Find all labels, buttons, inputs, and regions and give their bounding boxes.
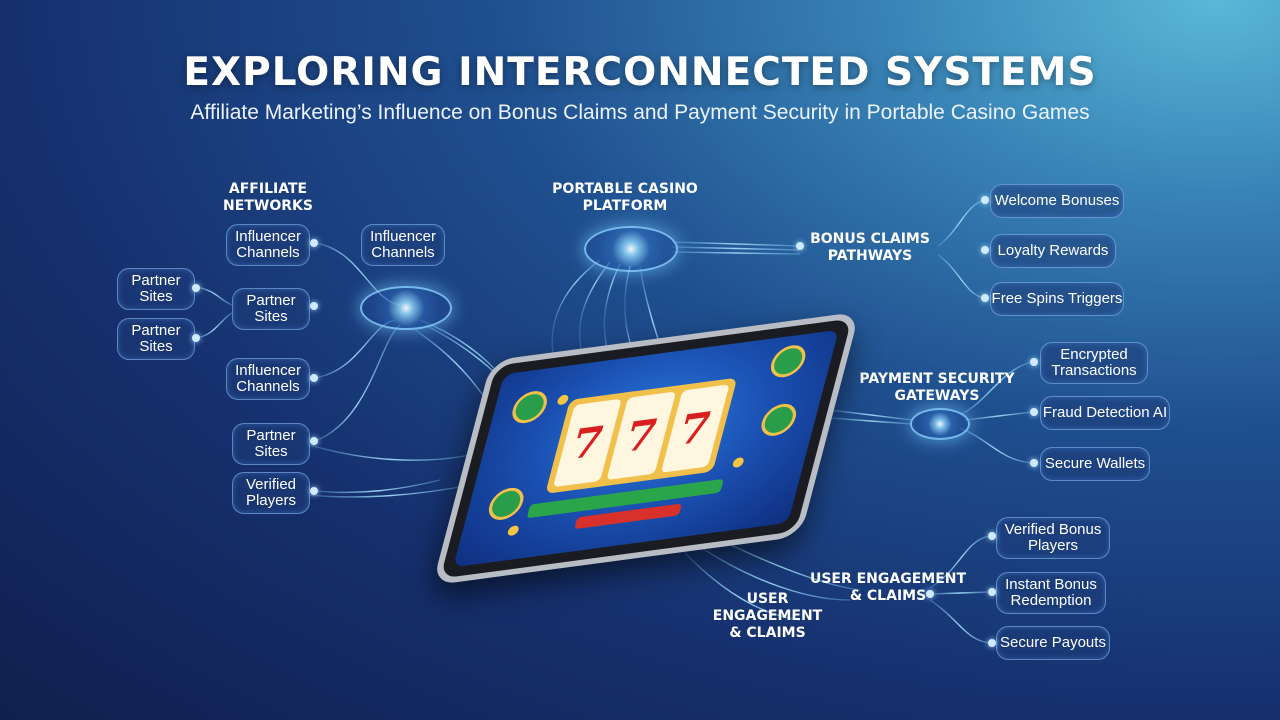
node-partner-sites-outer-2: Partner Sites xyxy=(117,318,195,360)
connector-dot xyxy=(310,437,318,445)
connector-dot xyxy=(981,246,989,254)
connector-dot xyxy=(310,302,318,310)
node-loyalty-rewards: Loyalty Rewards xyxy=(990,234,1116,268)
section-payment-security: PAYMENT SECURITY GATEWAYS xyxy=(859,371,1015,404)
chip-icon xyxy=(767,343,810,380)
link-influencer-3 xyxy=(314,319,396,379)
connector-dot xyxy=(796,242,804,250)
connector-dot xyxy=(926,590,934,598)
connector-dot xyxy=(988,532,996,540)
connector-dot xyxy=(988,639,996,647)
section-bonus-claims: BONUS CLAIMS PATHWAYS xyxy=(810,231,930,264)
connector-dot xyxy=(988,588,996,596)
connector-dot xyxy=(310,374,318,382)
chip-icon xyxy=(508,389,551,426)
node-verified-bonus-players: Verified Bonus Players xyxy=(996,517,1110,559)
node-influencer-channels-1: Influencer Channels xyxy=(226,224,310,266)
connector-dot xyxy=(1030,459,1038,467)
connector-dot xyxy=(981,294,989,302)
section-affiliate-networks: AFFILIATE NETWORKS xyxy=(223,181,313,214)
affiliate-hub xyxy=(360,286,452,330)
section-user-engagement-left: USER ENGAGEMENT & CLAIMS xyxy=(712,591,823,641)
node-secure-payouts: Secure Payouts xyxy=(996,626,1110,660)
connector-dot xyxy=(1030,358,1038,366)
section-portable-platform: PORTABLE CASINO PLATFORM xyxy=(552,181,698,214)
connector-dot xyxy=(310,487,318,495)
link-partner-outer-1 xyxy=(195,286,233,306)
node-fraud-detection-ai: Fraud Detection AI xyxy=(1040,396,1170,430)
platform-hub xyxy=(584,226,678,272)
connector-dot xyxy=(310,239,318,247)
coin-icon xyxy=(731,456,745,469)
connector-dot xyxy=(1030,408,1038,416)
node-influencer-channels-2: Influencer Channels xyxy=(361,224,445,266)
node-encrypted-transactions: Encrypted Transactions xyxy=(1040,342,1148,384)
payment-hub xyxy=(910,408,970,440)
node-verified-players: Verified Players xyxy=(232,472,310,514)
node-secure-wallets: Secure Wallets xyxy=(1040,447,1150,481)
page-title: EXPLORING INTERCONNECTED SYSTEMS xyxy=(183,50,1097,95)
chip-icon xyxy=(485,485,528,522)
node-partner-sites-outer-1: Partner Sites xyxy=(117,268,195,310)
chip-icon xyxy=(757,401,800,438)
node-influencer-channels-3: Influencer Channels xyxy=(226,358,310,400)
link-partner-lower xyxy=(314,324,401,442)
coin-icon xyxy=(506,525,520,537)
link-partner-outer-2 xyxy=(195,312,233,339)
slot-game-screen: 7 7 7 xyxy=(453,329,839,568)
node-partner-sites-lower: Partner Sites xyxy=(232,423,310,465)
node-instant-bonus-redemption: Instant Bonus Redemption xyxy=(996,572,1106,614)
connector-dot xyxy=(981,196,989,204)
connector-dot xyxy=(192,284,200,292)
page-subtitle: Affiliate Marketing’s Influence on Bonus… xyxy=(190,101,1090,124)
node-partner-sites-center: Partner Sites xyxy=(232,288,310,330)
link-verified xyxy=(314,479,441,494)
node-welcome-bonuses: Welcome Bonuses xyxy=(990,184,1124,218)
connector-dot xyxy=(192,334,200,342)
node-free-spins-triggers: Free Spins Triggers xyxy=(990,282,1124,316)
section-user-engagement-right: USER ENGAGEMENT & CLAIMS xyxy=(809,571,967,604)
slot-reels: 7 7 7 xyxy=(545,377,738,494)
coin-icon xyxy=(556,394,570,406)
